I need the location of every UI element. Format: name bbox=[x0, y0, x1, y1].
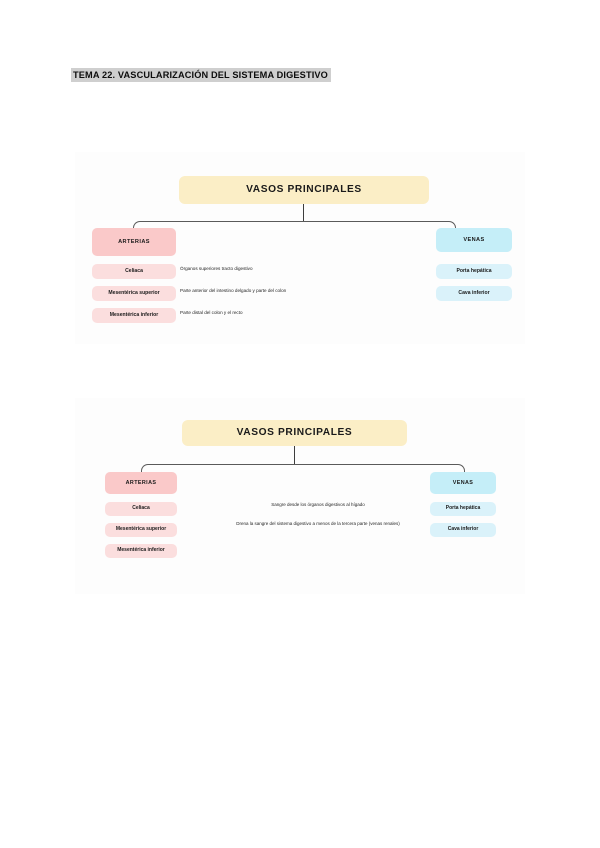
list-item: Mesentérica inferior bbox=[92, 308, 176, 323]
diagram2-arterias-heading: ARTERIAS bbox=[105, 472, 177, 494]
list-item: Cava inferior bbox=[436, 286, 512, 301]
diagram1-root-stem bbox=[303, 204, 305, 222]
diagram2-description-cava-inferior: Drena la sangre del sistema digestivo a … bbox=[236, 521, 400, 526]
diagram1-bracket bbox=[133, 221, 456, 230]
list-item: Mesentérica superior bbox=[92, 286, 176, 301]
list-item: Cava inferior bbox=[430, 523, 496, 537]
diagram2-arterias-list: Celiaca Mesentérica superior Mesentérica… bbox=[105, 502, 177, 565]
list-item: Mesentérica superior bbox=[105, 523, 177, 537]
diagram2-description-porta-hepatica: Sangre desde los órganos digestivos al h… bbox=[271, 502, 365, 507]
diagram1-arterias-heading: ARTERIAS bbox=[92, 228, 176, 256]
diagram1-description-celiaca: Órganos superiores tracto digestivo bbox=[180, 266, 253, 271]
diagram2-bracket bbox=[141, 464, 465, 474]
diagram-vasos-principales-2: VASOS PRINCIPALES ARTERIAS VENAS Celiaca… bbox=[75, 398, 525, 594]
list-item: Mesentérica inferior bbox=[105, 544, 177, 558]
list-item: Porta hepática bbox=[436, 264, 512, 279]
diagram1-venas-list: Porta hepática Cava inferior bbox=[436, 264, 512, 308]
diagram2-venas-list: Porta hepática Cava inferior bbox=[430, 502, 496, 544]
diagram1-venas-heading: VENAS bbox=[436, 228, 512, 252]
diagram-vasos-principales-1: VASOS PRINCIPALES ARTERIAS VENAS Celiaca… bbox=[75, 152, 525, 344]
diagram1-arterias-list: Celiaca Mesentérica superior Mesentérica… bbox=[92, 264, 176, 330]
diagram1-description-mesenterica-superior: Parte anterior del intestino delgado y p… bbox=[180, 288, 287, 293]
diagram2-root-node: VASOS PRINCIPALES bbox=[182, 420, 407, 446]
list-item: Celiaca bbox=[92, 264, 176, 279]
page-title: TEMA 22. VASCULARIZACIÓN DEL SISTEMA DIG… bbox=[71, 68, 331, 82]
diagram1-description-mesenterica-inferior: Parte distal del colon y el recto bbox=[180, 310, 243, 315]
list-item: Porta hepática bbox=[430, 502, 496, 516]
diagram1-root-node: VASOS PRINCIPALES bbox=[179, 176, 429, 204]
diagram2-venas-heading: VENAS bbox=[430, 472, 496, 494]
diagram2-root-stem bbox=[294, 446, 296, 465]
list-item: Celiaca bbox=[105, 502, 177, 516]
